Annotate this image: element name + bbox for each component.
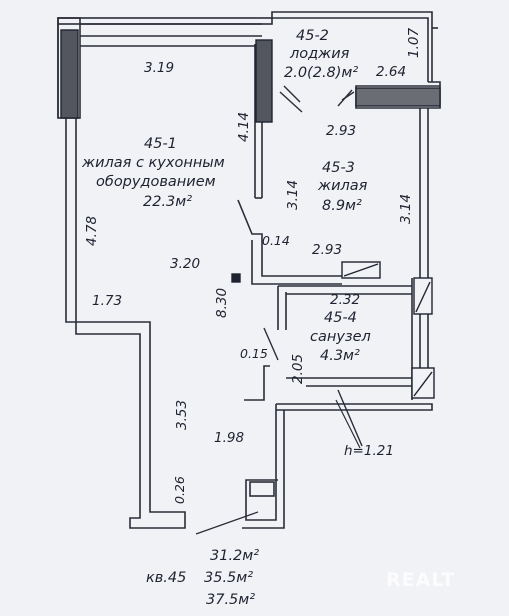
room-bathroom-name: санузел — [310, 329, 371, 345]
apartment-label: кв.45 — [146, 570, 186, 586]
room-loggia-area: 2.0(2.8)м² — [284, 65, 358, 81]
apartment-area-3: 37.5м² — [206, 592, 255, 608]
apartment-summary: 31.2м² кв.45 35.5м² 37.5м² — [146, 548, 259, 608]
dim-2-05: 2.05 — [290, 354, 306, 384]
apartment-area-1: 31.2м² — [210, 548, 259, 564]
room-bathroom: 45-4 санузел 4.3м² — [310, 310, 371, 364]
leader-lines — [195, 399, 361, 535]
dim-4-14: 4.14 — [236, 112, 252, 142]
room-bathroom-id: 45-4 — [324, 310, 357, 326]
dim-0-14: 0.14 — [262, 233, 290, 248]
door-swings — [263, 85, 363, 447]
dim-1-07: 1.07 — [406, 28, 422, 58]
dim-3-53: 3.53 — [174, 400, 190, 430]
dim-8-30: 8.30 — [214, 288, 230, 318]
room-loggia-id: 45-2 — [296, 28, 329, 44]
watermark-logo: REALT — [386, 569, 455, 591]
dim-2-64: 2.64 — [376, 64, 406, 80]
dim-3-14-left: 3.14 — [285, 180, 301, 210]
dim-0-26: 0.26 — [172, 476, 187, 504]
room-bedroom-id: 45-3 — [322, 160, 355, 176]
room-loggia: 45-2 лоджия 2.0(2.8)м² — [284, 28, 358, 81]
apartment-area-2: 35.5м² — [204, 570, 253, 586]
dimensions: 3.19 1.07 2.64 4.14 2.93 3.14 3.14 4.78 … — [84, 28, 422, 504]
room-living-name-1: жилая с кухонным — [81, 155, 225, 171]
room-loggia-name: лоджия — [289, 46, 350, 62]
room-bedroom-name: жилая — [317, 178, 368, 194]
dim-1-73: 1.73 — [92, 293, 122, 309]
room-living-id: 45-1 — [144, 136, 177, 152]
dim-1-98: 1.98 — [214, 430, 244, 446]
room-bathroom-area: 4.3м² — [320, 348, 360, 364]
dim-3-14-right: 3.14 — [398, 194, 414, 224]
ceiling-height: h=1.21 — [344, 443, 394, 459]
room-bedroom-area: 8.9м² — [322, 198, 362, 214]
room-bedroom: 45-3 жилая 8.9м² — [317, 160, 368, 214]
room-living-area: 22.3м² — [143, 194, 192, 210]
dim-4-78: 4.78 — [84, 216, 100, 246]
dim-2-93-mid: 2.93 — [312, 242, 342, 258]
dim-3-19: 3.19 — [144, 60, 174, 76]
room-living: 45-1 жилая с кухонным оборудованием 22.3… — [81, 136, 225, 210]
dim-2-32: 2.32 — [330, 292, 360, 308]
dim-3-20: 3.20 — [170, 256, 200, 272]
dim-2-93-top: 2.93 — [326, 123, 356, 139]
room-living-name-2: оборудованием — [96, 174, 216, 190]
wall-blocks — [60, 29, 441, 399]
dim-0-15: 0.15 — [240, 346, 268, 361]
